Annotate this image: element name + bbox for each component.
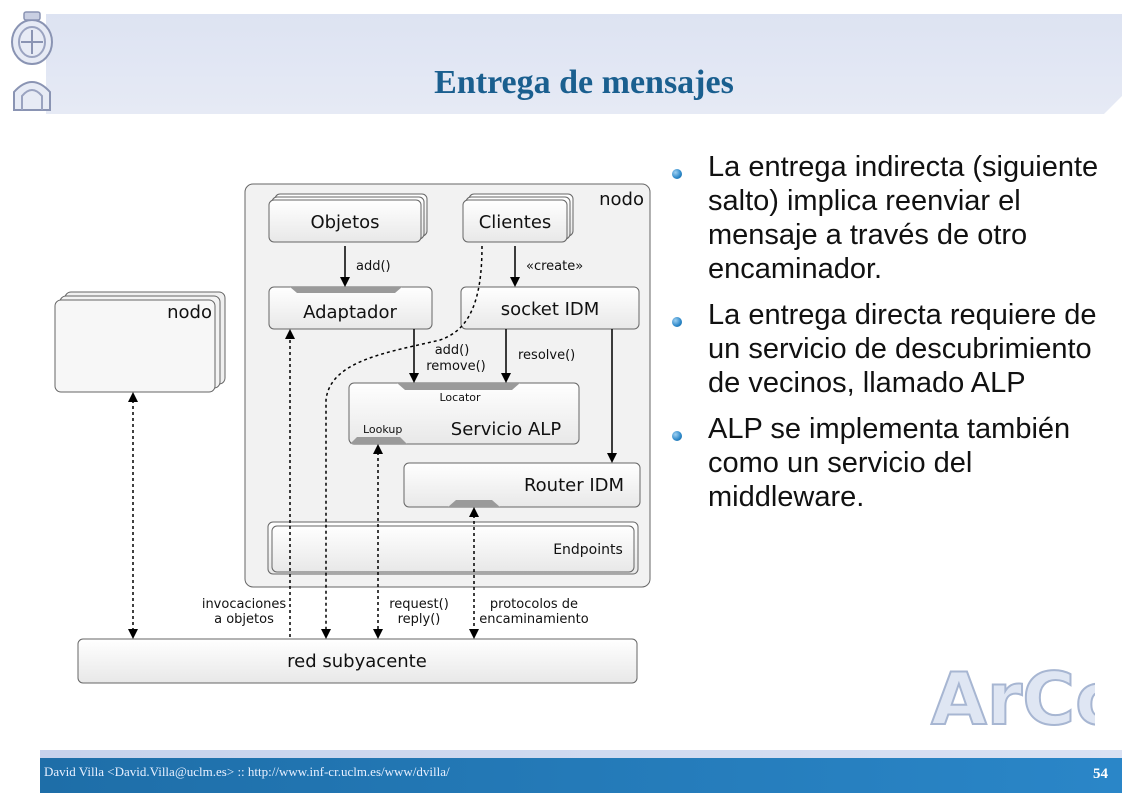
invocaciones-label-1: invocaciones [202, 597, 287, 612]
title-bar: Entrega de mensajes [46, 14, 1122, 114]
invocaciones-label-2: a objetos [214, 612, 274, 627]
add-remove-label-2: remove() [426, 359, 486, 374]
bullet-item: ALP se implementa también como un servic… [672, 412, 1112, 514]
endpoints-box: Endpoints [267, 521, 639, 575]
bullet-item: La entrega directa requiere de un servic… [672, 298, 1112, 400]
title-bar-corner [1104, 96, 1122, 114]
bullet-text: La entrega indirecta (siguiente salto) i… [708, 151, 1099, 285]
footer-accent-line [40, 750, 1122, 758]
protocolos-label-2: encaminamiento [479, 612, 588, 627]
add-label: add() [356, 259, 391, 274]
servicio-alp-label: Servicio ALP [451, 419, 562, 440]
footer-author: David Villa <David.Villa@uclm.es> :: htt… [44, 764, 450, 779]
bullet-icon [672, 317, 682, 327]
bullet-icon [672, 431, 682, 441]
objetos-label: Objetos [310, 212, 379, 233]
adaptador-box: Adaptador [268, 286, 433, 330]
bullet-list: La entrega indirecta (siguiente salto) i… [672, 150, 1112, 526]
node-left-label: nodo [167, 302, 212, 323]
request-label-2: reply() [398, 612, 441, 627]
architecture-diagram: nodo nodo Objetos Clientes Adaptador soc… [54, 183, 651, 684]
arco-logo-text: ArCo [931, 657, 1095, 741]
router-idm-box: Router IDM [403, 462, 641, 508]
footer-bar: David Villa <David.Villa@uclm.es> :: htt… [40, 758, 1122, 793]
bullet-item: La entrega indirecta (siguiente salto) i… [672, 150, 1112, 286]
endpoints-label: Endpoints [553, 542, 623, 558]
router-idm-label: Router IDM [524, 475, 624, 496]
lookup-label: Lookup [363, 423, 402, 436]
clientes-box: Clientes [462, 193, 574, 243]
red-subyacente-box: red subyacente [77, 638, 638, 684]
socket-idm-label: socket IDM [501, 299, 600, 320]
objetos-box: Objetos [268, 193, 428, 243]
slide-title: Entrega de mensajes [434, 64, 734, 101]
clientes-label: Clientes [479, 212, 552, 233]
dotted-clientes-red [321, 245, 483, 639]
servicio-alp-box: Locator Lookup Servicio ALP [348, 382, 580, 445]
bullet-text: La entrega directa requiere de un servic… [708, 299, 1097, 399]
resolve-label: resolve() [518, 348, 575, 363]
protocolos-label-1: protocolos de [490, 597, 578, 612]
create-label: «create» [526, 259, 583, 274]
add-remove-label-1: add() [435, 343, 470, 358]
adaptador-label: Adaptador [303, 302, 397, 323]
page-number: 54 [1093, 766, 1108, 782]
university-crest-icon [11, 11, 53, 111]
socket-idm-box: socket IDM [460, 286, 640, 330]
request-label-1: request() [389, 597, 449, 612]
node-main-label: nodo [599, 189, 644, 210]
red-subyacente-label: red subyacente [287, 651, 427, 672]
arco-logo-icon: ArCo [930, 656, 1095, 742]
bullet-icon [672, 169, 682, 179]
locator-label: Locator [439, 391, 480, 404]
bullet-text: ALP se implementa también como un servic… [708, 413, 1071, 513]
node-left: nodo [54, 291, 226, 393]
